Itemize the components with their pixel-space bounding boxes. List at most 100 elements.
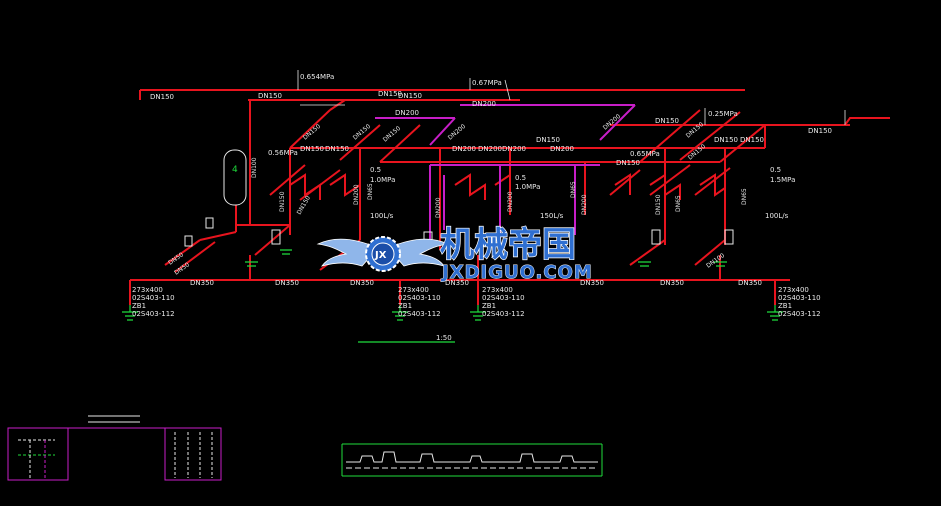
label-dn65-2: DN65 xyxy=(570,181,577,198)
pressure-pump-4: 1.0MPa xyxy=(515,183,540,191)
label-dn150-9: DN150 xyxy=(740,136,764,144)
diag-7 xyxy=(719,124,766,163)
diag-1 xyxy=(289,109,331,149)
label-dn150-14: DN150 xyxy=(655,194,662,215)
well-right-std1: 02S403-110 xyxy=(778,294,821,302)
well-symbol-right xyxy=(767,305,783,321)
thumb-frame-right xyxy=(164,427,222,481)
watermark-wing-right xyxy=(387,238,450,267)
section-pipe-profile xyxy=(346,451,598,463)
watermark-gear-inner xyxy=(371,242,395,266)
well-right-std3: 02S403-112 xyxy=(778,310,821,318)
pressure-pump-2: 1.0MPa xyxy=(370,176,395,184)
leader-5 xyxy=(504,79,511,101)
pump-base-2 xyxy=(638,261,651,267)
well-mid2-std3: 02S403-112 xyxy=(482,310,525,318)
step-branch-5 xyxy=(614,173,631,195)
label-dn200-2: DN200 xyxy=(395,109,419,117)
label-dn150-12: DN150 xyxy=(616,159,640,167)
diag-11 xyxy=(649,164,691,196)
watermark-title-cn: 机械帝国 xyxy=(440,225,576,265)
pressure-tank: 0.56MPa xyxy=(268,149,298,157)
watermark-badge: JX xyxy=(374,250,387,261)
label-dn150-5: DN150 xyxy=(655,117,679,125)
lower-left-diag-1 xyxy=(164,239,201,266)
well-symbol-mid2 xyxy=(470,305,486,321)
pump-base-4 xyxy=(280,249,292,255)
label-dn200-7: DN200 xyxy=(353,184,360,205)
well-mid2-std2: ZB1 xyxy=(482,302,496,310)
pressure-labels: 0.654MPa 0.67MPa 0.25MPa 0.65MPa 0.56MPa… xyxy=(268,73,795,220)
diag-6 xyxy=(679,111,741,161)
well-mid-std3: 02S403-112 xyxy=(398,310,441,318)
label-dn350-3: DN350 xyxy=(350,279,374,287)
well-mid2-std1: 02S403-110 xyxy=(482,294,525,302)
branch-pipes xyxy=(375,104,636,240)
diag-4 xyxy=(379,124,421,163)
label-dn150-15: DN150 xyxy=(296,195,312,216)
flow-label-2: 150L/s xyxy=(540,212,564,220)
pump-base-3 xyxy=(714,261,727,267)
magenta-diag-2 xyxy=(429,117,456,146)
pump-line-4 xyxy=(694,239,726,266)
pressure-top-right: 0.25MPa xyxy=(708,110,738,118)
label-dn100-1: DN100 xyxy=(251,157,258,178)
label-dn350-6: DN350 xyxy=(660,279,684,287)
label-dn200-1: DN200 xyxy=(472,100,496,108)
well-left-std1: 02S403-110 xyxy=(132,294,175,302)
label-dn350-1: DN350 xyxy=(190,279,214,287)
label-dn150-11: DN150 xyxy=(325,145,349,153)
label-dn150-6: DN150 xyxy=(808,127,832,135)
label-dn200-3: DN200 xyxy=(452,145,476,153)
pressure-pump-1: 0.5 xyxy=(370,166,381,174)
label-dn150-8: DN150 xyxy=(714,136,738,144)
label-dn50-2: DN50 xyxy=(173,261,191,276)
pump-4 xyxy=(724,229,734,245)
label-dn65-4: DN65 xyxy=(741,188,748,205)
pump-1 xyxy=(271,229,281,245)
step-branch-7 xyxy=(699,173,726,197)
watermark-wing-left xyxy=(316,238,379,267)
diag-10 xyxy=(609,169,641,196)
label-dn150-3: DN150 xyxy=(378,90,402,98)
label-dn200-8: DN200 xyxy=(435,197,442,218)
diag-5 xyxy=(639,109,701,163)
label-dn150-2: DN150 xyxy=(258,92,282,100)
label-dn150-10: DN150 xyxy=(300,145,324,153)
ground-symbols xyxy=(122,249,783,343)
step-branch-6 xyxy=(649,173,681,200)
well-mid-std1: 02S403-110 xyxy=(398,294,441,302)
well-symbol-mid xyxy=(392,305,408,321)
step-branch-3 xyxy=(454,173,486,200)
pump-base-1 xyxy=(245,261,258,267)
thumbnail-elevation xyxy=(7,415,222,481)
label-dn350-7: DN350 xyxy=(738,279,762,287)
well-symbol-left xyxy=(122,305,138,321)
drawing-scale: 1:50 xyxy=(436,334,452,342)
pumps xyxy=(184,217,734,247)
well-mid2-spec: 273x400 xyxy=(482,286,513,294)
label-dn150-13: DN150 xyxy=(279,191,286,212)
label-dn350-5: DN350 xyxy=(580,279,604,287)
label-dn150-1: DN150 xyxy=(150,93,174,101)
step-branch-2 xyxy=(329,173,361,197)
watermark-title-en: JXDIGUO.COM xyxy=(440,262,593,283)
lower-left-diag-3 xyxy=(199,231,237,241)
label-dn150-7: DN150 xyxy=(536,136,560,144)
right-outlet xyxy=(805,117,890,126)
well-notes: 273x400 02S403-110 ZB1 02S403-112 273x40… xyxy=(132,286,821,318)
magenta-diag-1 xyxy=(599,104,636,141)
tank-number: 4 xyxy=(232,165,238,175)
flow-label-3: 100L/s xyxy=(765,212,789,220)
label-dn150-16: DN150 xyxy=(302,123,322,142)
label-dn200-5: DN200 xyxy=(502,145,526,153)
label-dn65-1: DN65 xyxy=(367,183,374,200)
well-mid-std2: ZB1 xyxy=(398,302,412,310)
label-dn200-9: DN200 xyxy=(507,191,514,212)
pressure-pump-5: 0.5 xyxy=(770,166,781,174)
label-dn200-6: DN200 xyxy=(550,145,574,153)
well-left-std2: ZB1 xyxy=(132,302,146,310)
thumb-frame-left xyxy=(7,427,69,481)
